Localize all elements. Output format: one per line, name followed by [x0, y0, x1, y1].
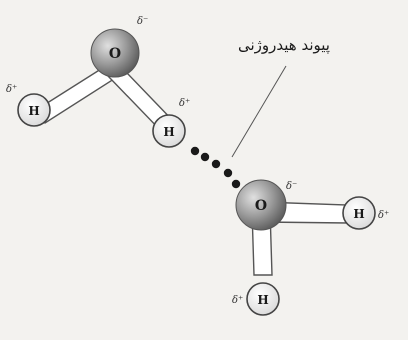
svg-text:H: H	[257, 293, 268, 307]
charge-label-o1: δ⁻	[137, 16, 148, 27]
svg-text:H: H	[163, 125, 174, 139]
molecule-1-oxygen: O	[90, 28, 140, 78]
molecule-1-hydrogen-right: H	[152, 114, 186, 148]
svg-text:H: H	[353, 207, 364, 221]
charge-label-h2-bottom: δ⁺	[232, 295, 243, 306]
charge-label-h1-right: δ⁺	[179, 98, 190, 109]
pointer-line	[231, 65, 287, 158]
charge-label-h2-right: δ⁺	[378, 210, 389, 221]
charge-label-o2: δ⁻	[286, 181, 297, 192]
molecule-2-hydrogen-right: H	[342, 196, 376, 230]
hydrogen-bond-dots	[190, 146, 241, 189]
svg-text:H: H	[28, 104, 39, 118]
molecule-2-oxygen: O	[235, 179, 287, 231]
svg-text:O: O	[255, 198, 267, 214]
molecule-1-hydrogen-left: H	[17, 93, 51, 127]
charge-label-h1-left: δ⁺	[6, 84, 17, 95]
molecule-2-hydrogen-bottom: H	[246, 282, 280, 316]
svg-text:O: O	[109, 46, 121, 62]
hydrogen-bond-label: پیوند هیدروژنی	[238, 36, 330, 54]
